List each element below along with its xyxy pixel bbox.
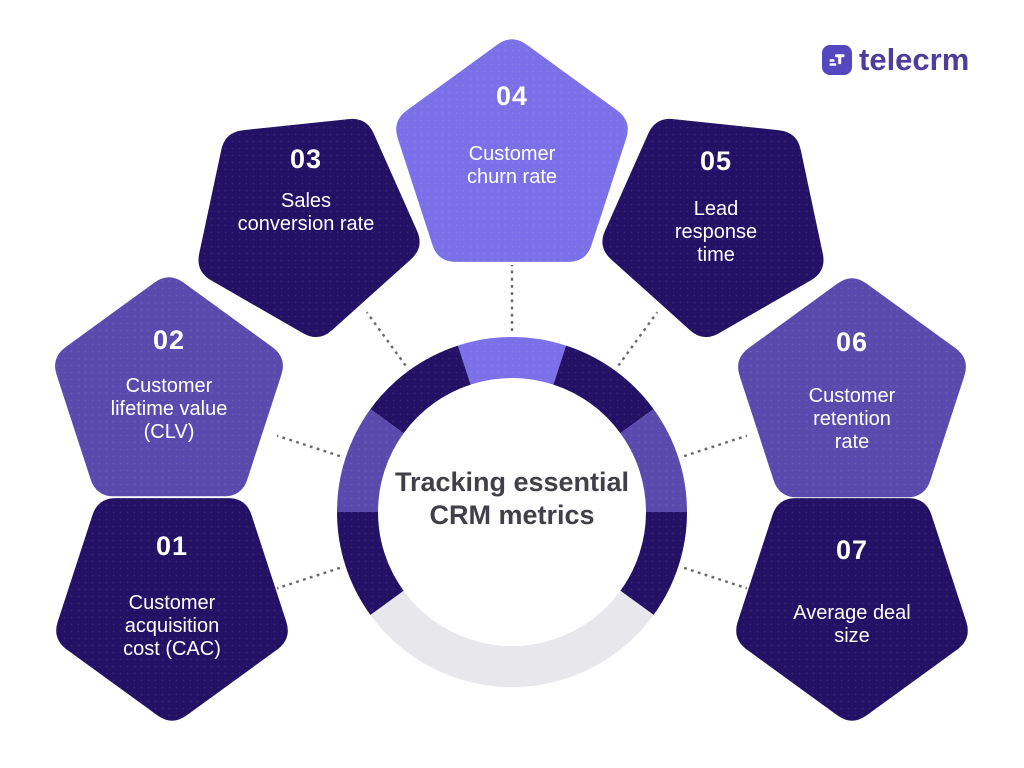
connector-line (617, 311, 659, 367)
step-04-label: Customer churn rate (466, 143, 558, 188)
step-07-number: 07 (835, 535, 869, 565)
step-06-label: Customer retention rate (808, 385, 896, 453)
connector-line (683, 566, 748, 590)
step-04-number: 04 (495, 81, 529, 111)
step-03-number: 03 (289, 144, 323, 174)
telecrm-phone-icon (822, 45, 852, 75)
diagram-title: Tracking essential CRM metrics (394, 467, 630, 530)
step-07-label: Average deal size (793, 602, 911, 647)
step-01-number: 01 (155, 531, 189, 561)
step-05-number: 05 (699, 146, 733, 176)
step-01-label: Customer acquisition cost (CAC) (123, 592, 221, 660)
connector-line (276, 566, 341, 590)
step-06-number: 06 (835, 327, 869, 357)
connector-line (276, 434, 341, 458)
logo-text: telecrm (859, 42, 970, 77)
logo: telecrm (822, 42, 970, 77)
step-02-label: Customer lifetime value (CLV) (110, 375, 228, 443)
step-03-label: Sales conversion rate (237, 190, 375, 235)
step-02-number: 02 (152, 325, 186, 355)
connector-line (365, 311, 407, 367)
step-05-label: Lead response time (674, 198, 758, 266)
connector-line (683, 434, 748, 458)
